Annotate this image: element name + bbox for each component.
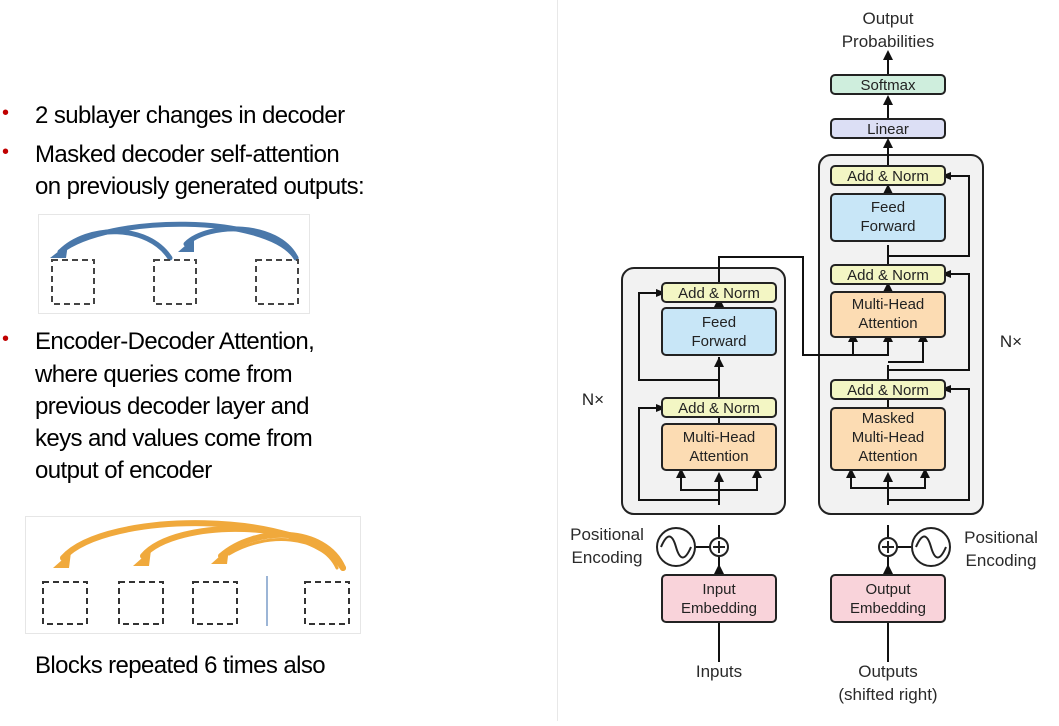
decoder-positional-encoding-label: Positional — [964, 528, 1038, 547]
softmax: Softmax — [830, 74, 946, 95]
blue-arrowheads — [50, 238, 194, 258]
bullet-text: 2 sublayer changes in decoder — [35, 102, 345, 129]
bullet-text: where queries come from — [35, 361, 293, 388]
inputs-label: Inputs — [696, 662, 742, 681]
token-boxes — [51, 259, 299, 305]
bullet-text: on previously generated outputs: — [35, 173, 365, 200]
token-box — [304, 581, 350, 625]
output-embedding: Output Embedding — [830, 574, 946, 623]
token-box — [118, 581, 164, 625]
outputs-label: Outputs — [858, 662, 918, 681]
svg-text:Multi-Head: Multi-Head — [683, 429, 756, 446]
footer-text: Blocks repeated 6 times also — [35, 652, 326, 679]
encoder-positional-encoding-symbol — [656, 527, 696, 567]
decoder-feed-forward: Feed Forward — [830, 193, 946, 242]
bullet-dot: • — [2, 328, 10, 350]
svg-text:Input: Input — [702, 581, 736, 598]
decoder-nx-label: N× — [1000, 332, 1022, 351]
decoder-positional-encoding-symbol — [911, 527, 951, 567]
svg-text:Softmax: Softmax — [860, 77, 916, 94]
bullet-text: keys and values come from — [35, 425, 313, 452]
svg-text:Output: Output — [865, 581, 911, 598]
masked-attention-illustration — [38, 214, 310, 314]
svg-text:Multi-Head: Multi-Head — [852, 296, 925, 313]
encoder-multi-head-attention: Multi-Head Attention — [661, 423, 777, 471]
transformer-diagram-panel: Add & Norm Feed Forward Add & Norm Multi… — [557, 0, 1059, 721]
encoder-add-norm-bottom: Add & Norm — [661, 397, 777, 418]
svg-text:Attention: Attention — [858, 315, 917, 332]
svg-text:Attention: Attention — [858, 448, 917, 465]
svg-text:Add & Norm: Add & Norm — [847, 267, 929, 284]
token-box — [192, 581, 238, 625]
illustration-frame — [38, 214, 310, 314]
orange-arrows — [60, 520, 346, 571]
encoder-positional-encoding-label-line2: Encoding — [572, 548, 643, 567]
svg-text:Forward: Forward — [691, 333, 746, 350]
encoder-positional-encoding-label: Positional — [570, 525, 644, 544]
decoder-multi-head-attention: Multi-Head Attention — [830, 291, 946, 338]
input-embedding: Input Embedding — [661, 574, 777, 623]
decoder-add-norm-middle: Add & Norm — [830, 264, 946, 285]
token-box — [153, 259, 197, 305]
svg-text:Add & Norm: Add & Norm — [847, 168, 929, 185]
svg-text:Multi-Head: Multi-Head — [852, 429, 925, 446]
slide-text-panel: • 2 sublayer changes in decoder • Masked… — [2, 102, 365, 679]
outputs-label-line2: (shifted right) — [838, 685, 937, 704]
svg-text:Feed: Feed — [702, 314, 736, 331]
bullet-text: Encoder-Decoder Attention, — [35, 328, 315, 355]
svg-text:Embedding: Embedding — [850, 600, 926, 617]
svg-text:Linear: Linear — [867, 121, 909, 138]
decoder-positional-encoding-label-line2: Encoding — [966, 551, 1037, 570]
decoder-add-norm-top: Add & Norm — [830, 165, 946, 186]
svg-text:Forward: Forward — [860, 218, 915, 235]
blue-arrows — [57, 221, 299, 261]
encoder-add-norm-top: Add & Norm — [661, 282, 777, 303]
output-probabilities-label-line2: Probabilities — [842, 32, 935, 51]
decoder-add-norm-bottom: Add & Norm — [830, 379, 946, 400]
token-box — [255, 259, 299, 305]
bullet-dot: • — [2, 102, 10, 124]
encoder-add-symbol — [709, 537, 729, 557]
token-box — [51, 259, 95, 305]
linear: Linear — [830, 118, 946, 139]
transformer-diagram: Add & Norm Feed Forward Add & Norm Multi… — [570, 9, 1038, 704]
bullet-text: output of encoder — [35, 457, 212, 484]
svg-text:Add & Norm: Add & Norm — [847, 382, 929, 399]
encoder-nx-label: N× — [582, 390, 604, 409]
encoder-decoder-illustration — [25, 516, 361, 634]
encoder-feed-forward: Feed Forward — [661, 307, 777, 356]
output-probabilities-label: Output — [862, 9, 913, 28]
svg-text:Embedding: Embedding — [681, 600, 757, 617]
bullet-text: previous decoder layer and — [35, 393, 310, 420]
bullet-text: Masked decoder self-attention — [35, 141, 340, 168]
masked-multi-head-attention: Masked Multi-Head Attention — [830, 407, 946, 471]
bullet-dot: • — [2, 141, 10, 163]
svg-text:Masked: Masked — [862, 410, 915, 427]
token-box — [42, 581, 88, 625]
svg-text:Add & Norm: Add & Norm — [678, 285, 760, 302]
svg-text:Add & Norm: Add & Norm — [678, 400, 760, 417]
svg-text:Feed: Feed — [871, 199, 905, 216]
orange-arrowheads — [53, 548, 229, 568]
token-boxes — [42, 581, 350, 625]
svg-text:Attention: Attention — [689, 448, 748, 465]
decoder-add-symbol — [878, 537, 898, 557]
